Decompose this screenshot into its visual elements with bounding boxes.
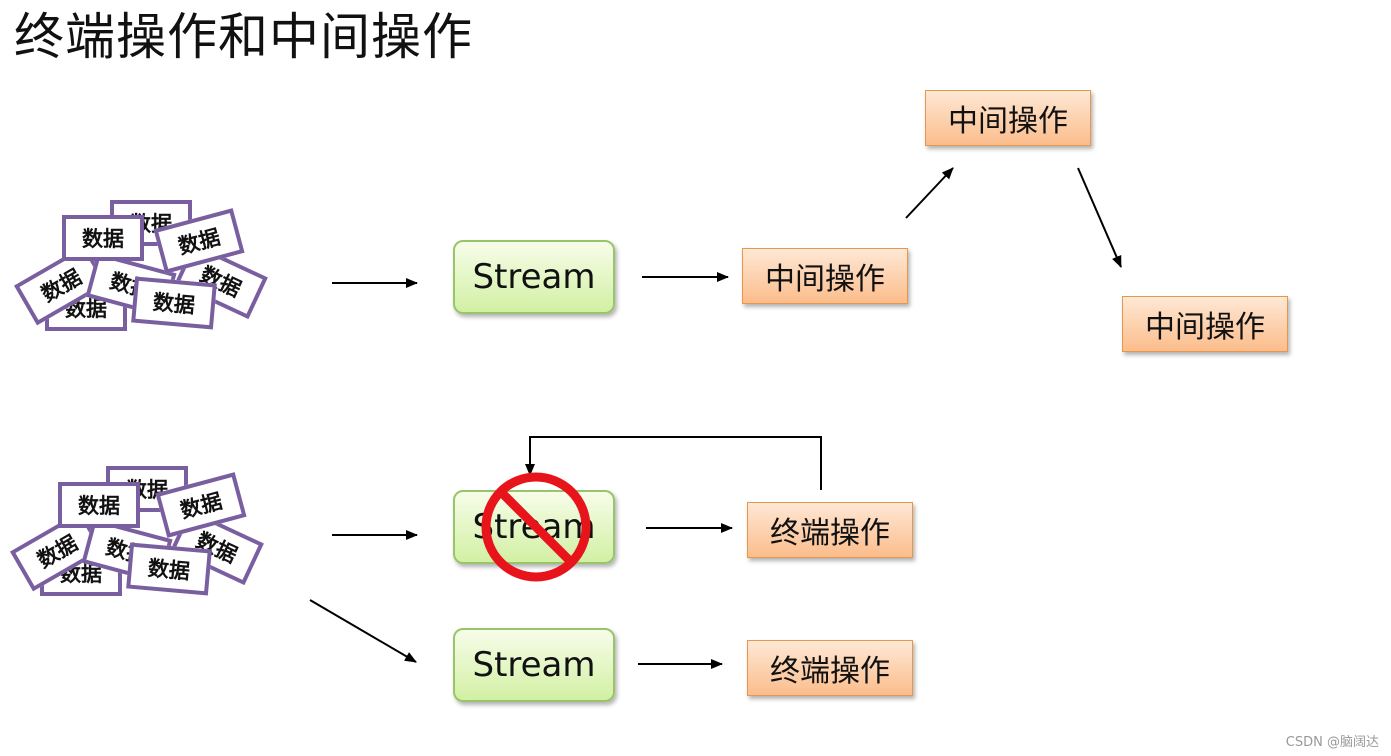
intermediate-op-box: 中间操作 <box>925 90 1091 146</box>
terminal-op-box: 终端操作 <box>747 640 913 696</box>
watermark: CSDN @脑阔达 <box>1285 735 1379 750</box>
data-pile-top: 数据 数据 数据 数据 数据 数据 数据 数据 <box>0 190 280 340</box>
data-card: 数据 <box>62 215 144 261</box>
arrow-pile-to-stream-bottom <box>309 599 417 663</box>
stream-box-bottom: Stream <box>453 628 615 702</box>
data-pile-bottom: 数据 数据 数据 数据 数据 数据 数据 数据 <box>0 458 280 608</box>
arrow-op2-to-op3 <box>1077 167 1122 268</box>
stream-box-top: Stream <box>453 240 615 314</box>
intermediate-op-box: 中间操作 <box>1122 296 1288 352</box>
no-entry-icon <box>481 472 591 582</box>
data-card: 数据 <box>58 482 140 528</box>
intermediate-op-box: 中间操作 <box>742 248 908 304</box>
arrow-terminal-back-to-stream <box>525 436 822 490</box>
arrow-op1-to-op2 <box>905 167 954 219</box>
terminal-op-box: 终端操作 <box>747 502 913 558</box>
page-title: 终端操作和中间操作 <box>14 8 473 66</box>
